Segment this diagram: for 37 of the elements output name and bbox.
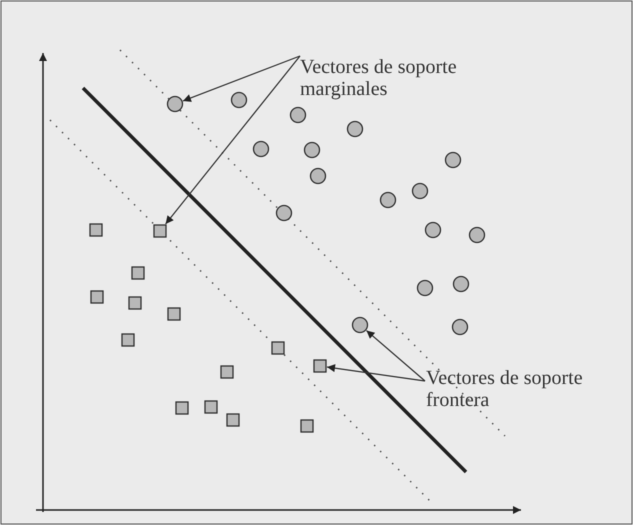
square-marker [121,333,135,347]
circle-marker [304,142,320,158]
circle-marker [346,120,364,138]
square-marker [271,341,285,355]
circle-marker [416,280,434,296]
circle-marker [412,182,428,200]
leader-arrow [366,330,426,382]
circle-marker [444,152,462,168]
square-marker [300,419,314,433]
square-marker [128,296,142,310]
leader-arrow [182,55,300,102]
square-marker [220,365,234,379]
circle-marker [166,96,184,112]
square-marker [131,266,145,280]
circle-marker [452,318,468,336]
leader-arrow [165,56,300,224]
circle-marker [230,92,248,108]
circle-marker [290,106,306,124]
callout-text: Vectores de soporte marginales [300,56,458,100]
square-marker [90,290,104,304]
circle-marker [380,192,396,208]
square-marker [313,359,327,373]
circle-marker [424,222,442,238]
callout-text: Vectores de soporte frontera [426,367,584,411]
square-marker [226,413,240,427]
square-marker [153,224,167,238]
leader-arrow [326,364,426,382]
square-marker [204,400,218,414]
circle-marker [252,140,270,158]
circle-marker [468,226,486,244]
circle-marker [310,168,326,184]
square-marker [167,307,181,321]
square-marker [175,401,189,415]
circle-marker [352,316,368,334]
circle-marker [452,276,470,292]
square-marker [89,223,103,237]
circle-marker [276,204,292,222]
